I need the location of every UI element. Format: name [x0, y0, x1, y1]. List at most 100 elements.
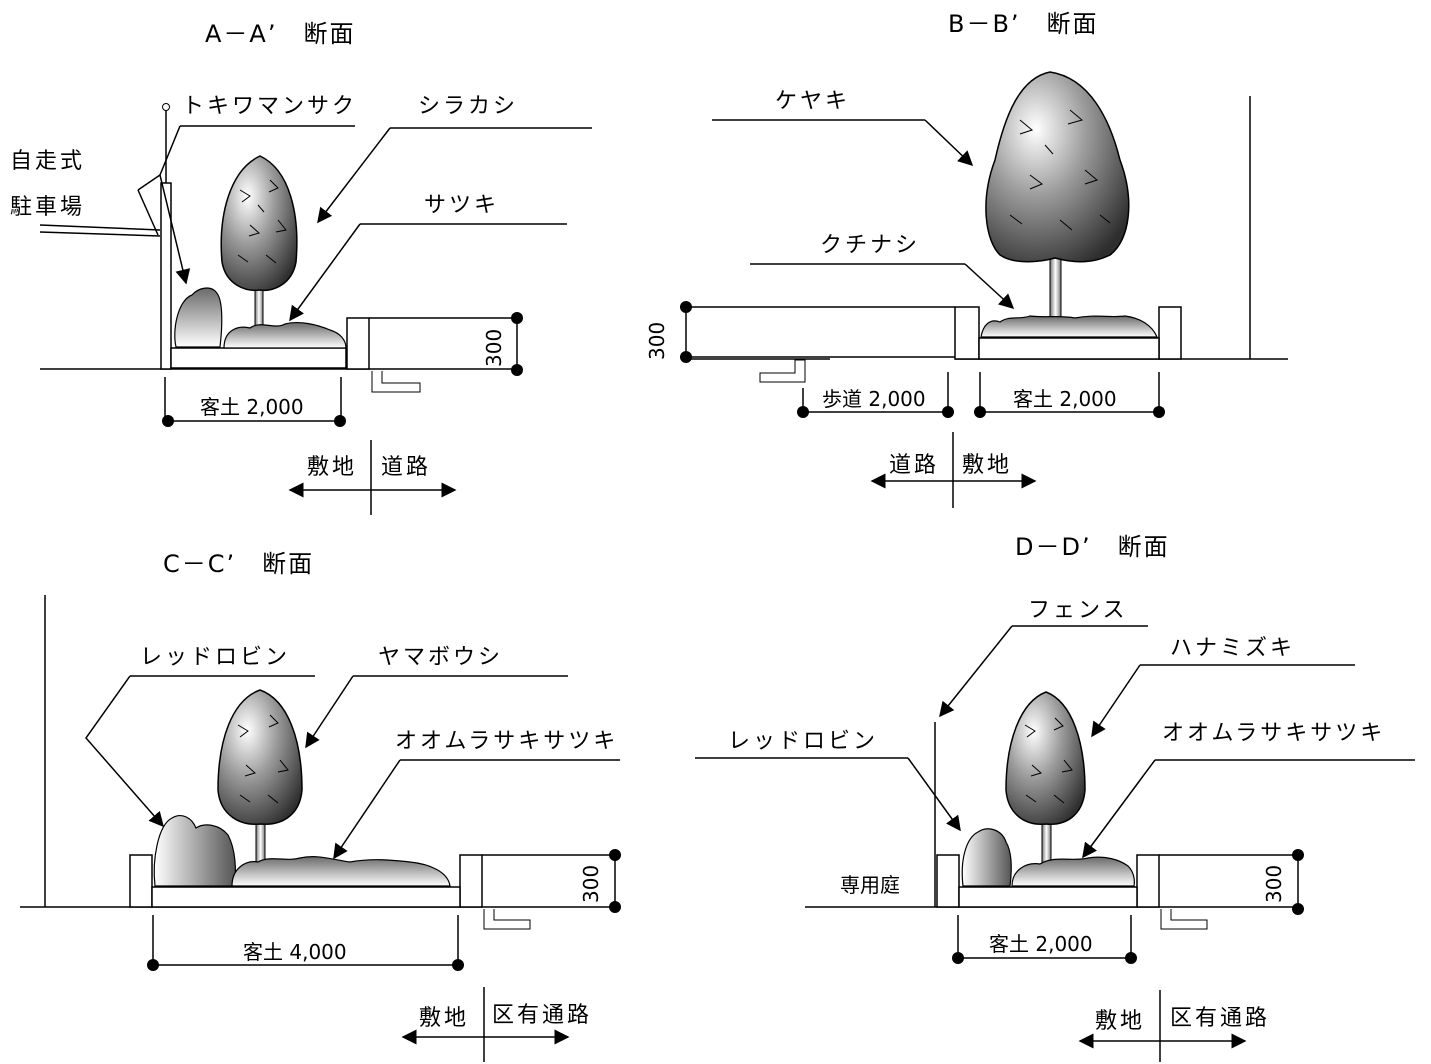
label-fence: フェンス [1028, 598, 1128, 623]
label-parking-2: 駐車場 [10, 195, 85, 220]
label-satsuki: サツキ [424, 193, 499, 218]
label-site-b: 敷地 [962, 453, 1012, 478]
label-keyaki: ケヤキ [775, 89, 850, 114]
leader-keyaki [924, 119, 974, 167]
curb [1158, 306, 1182, 360]
wall [160, 182, 172, 370]
hanamizuki-tree [1005, 691, 1086, 866]
tokiwamansaku-shrub [174, 287, 223, 348]
curb [346, 317, 370, 370]
yamaboushi-tree [217, 689, 303, 863]
label-road-a: 道路 [381, 455, 431, 480]
section-c-title: C－C’ 断面 [163, 550, 314, 578]
dim-dot [609, 849, 621, 861]
dim-dot [680, 301, 692, 313]
soil-bed [978, 337, 1160, 360]
label-parking-1: 自走式 [10, 149, 85, 174]
leader-kuchinashi [964, 263, 1015, 310]
section-c: C－C’ 断面 レッドロビン ヤマボウシ オオムラサキサツキ 300 [20, 550, 621, 1062]
parking-slab-line [39, 231, 161, 237]
dim-width-d: 客土 2,000 [989, 932, 1093, 956]
omurasaki-satsuki-shrub [1011, 856, 1135, 887]
kuchinashi-shrub [980, 315, 1158, 338]
satsuki-shrub [223, 321, 347, 349]
dim-dot [511, 364, 523, 376]
section-a: A－A’ 断面 トキワマンサク シラカシ [10, 20, 592, 515]
soil-bed [958, 886, 1138, 908]
curb [459, 854, 483, 908]
label-private-garden: 専用庭 [840, 873, 900, 897]
leader-omurasaki [333, 759, 401, 860]
dim-dot [1153, 406, 1165, 418]
leader-omurasaki-d [1082, 759, 1156, 859]
dim-width-c: 客土 4,000 [243, 940, 347, 964]
dim-height-a: 300 [482, 329, 506, 367]
label-shirakashi: シラカシ [418, 94, 518, 119]
section-b-title: B－B’ 断面 [948, 10, 1099, 38]
label-site-d: 敷地 [1095, 1009, 1145, 1034]
leader-shirakashi [317, 127, 391, 224]
red-robin-hedge [961, 828, 1012, 887]
dim-dot [952, 952, 964, 964]
section-d-title: D－D’ 断面 [1015, 533, 1170, 561]
gutter [1160, 909, 1208, 930]
light-pole-top [162, 103, 170, 111]
label-hanamizuki: ハナミズキ [1170, 636, 1295, 661]
label-red-robin-d: レッドロビン [728, 729, 878, 754]
curb [936, 854, 960, 908]
dim-height-c: 300 [579, 865, 603, 903]
dim-dot [1292, 849, 1304, 861]
dim-walk-b: 歩道 2,000 [822, 387, 926, 411]
label-tokiwamansaku: トキワマンサク [182, 94, 357, 119]
keyaki-tree [985, 71, 1130, 336]
curb [954, 306, 980, 360]
parking-slab-line [39, 224, 161, 231]
dim-dot [609, 901, 621, 913]
dim-dot [334, 415, 346, 427]
label-kuchinashi: クチナシ [820, 233, 920, 258]
leader-line [137, 189, 159, 236]
gutter [483, 909, 531, 930]
dim-height-b: 300 [645, 322, 669, 360]
gutter [759, 359, 806, 383]
dim-dot [452, 959, 464, 971]
leader-red-robin [85, 675, 164, 828]
dim-dot [147, 959, 159, 971]
section-d: D－D’ 断面 フェンス ハナミズキ レッドロビン オオムラサキサツキ 専用庭 [695, 533, 1415, 1062]
dim-width-a: 客土 2,000 [200, 395, 304, 419]
dim-dot [162, 415, 174, 427]
label-yamaboushi: ヤマボウシ [378, 645, 503, 670]
gutter [371, 371, 421, 393]
curb [1136, 854, 1160, 908]
dim-dot [1292, 903, 1304, 915]
dim-width-b: 客土 2,000 [1013, 387, 1117, 411]
dim-dot [680, 351, 692, 363]
omurasaki-satsuki-shrub [231, 856, 451, 887]
dim-dot [974, 406, 986, 418]
label-red-robin-c: レッドロビン [140, 645, 290, 670]
soil-bed [151, 886, 461, 908]
label-road-b: 道路 [889, 453, 939, 478]
label-path-c: 区有通路 [492, 1003, 592, 1028]
leader-satsuki [289, 223, 361, 322]
section-b: B－B’ 断面 ケヤキ クチナシ 300 [645, 10, 1288, 508]
label-omurasaki-d: オオムラサキサツキ [1162, 721, 1385, 746]
leader-yamaboushi [305, 675, 354, 749]
dim-dot [511, 312, 523, 324]
leader-hanamizuki [1091, 664, 1141, 738]
dim-dot [1125, 952, 1137, 964]
leader-fence [939, 625, 1013, 718]
shirakashi-tree [220, 155, 298, 341]
dim-dot [942, 406, 954, 418]
dim-height-d: 300 [1262, 865, 1286, 903]
label-site-a: 敷地 [307, 455, 357, 480]
red-robin-hedge [153, 815, 237, 887]
curb [129, 854, 153, 908]
soil-bed [170, 347, 347, 369]
label-site-c: 敷地 [419, 1006, 469, 1031]
leader-red-robin-d [907, 757, 961, 832]
label-path-d: 区有通路 [1170, 1006, 1270, 1031]
leader-line [137, 174, 161, 191]
label-omurasaki-c: オオムラサキサツキ [395, 729, 618, 754]
